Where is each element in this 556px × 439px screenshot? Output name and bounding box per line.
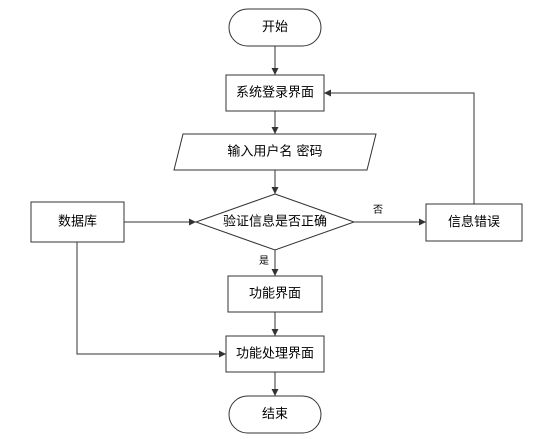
input-credentials-node bbox=[173, 133, 377, 171]
function-process-label: 功能处理界面 bbox=[236, 347, 314, 362]
end-node bbox=[228, 395, 322, 434]
verify-decision-node bbox=[194, 193, 356, 251]
database-label: 数据库 bbox=[58, 214, 97, 230]
input-credentials-label: 输入用户名 密码 bbox=[227, 144, 322, 160]
login-screen-label: 系统登录界面 bbox=[236, 86, 314, 101]
edge-error-to-login bbox=[324, 89, 475, 204]
verify-decision-label: 验证信息是否正确 bbox=[223, 214, 327, 230]
edge-database-to-process bbox=[76, 242, 226, 358]
function-screen-node bbox=[227, 275, 323, 313]
edge-label-no: 否 bbox=[373, 204, 383, 216]
function-process-node bbox=[225, 335, 325, 373]
start-label: 开始 bbox=[262, 20, 288, 35]
error-label: 信息错误 bbox=[448, 214, 500, 230]
end-label: 结束 bbox=[262, 407, 288, 422]
database-node bbox=[30, 201, 125, 243]
start-node bbox=[228, 8, 322, 47]
error-node bbox=[425, 203, 523, 242]
login-screen-node bbox=[225, 74, 325, 112]
edge-label-yes: 是 bbox=[259, 255, 269, 267]
function-screen-label: 功能界面 bbox=[249, 287, 301, 302]
